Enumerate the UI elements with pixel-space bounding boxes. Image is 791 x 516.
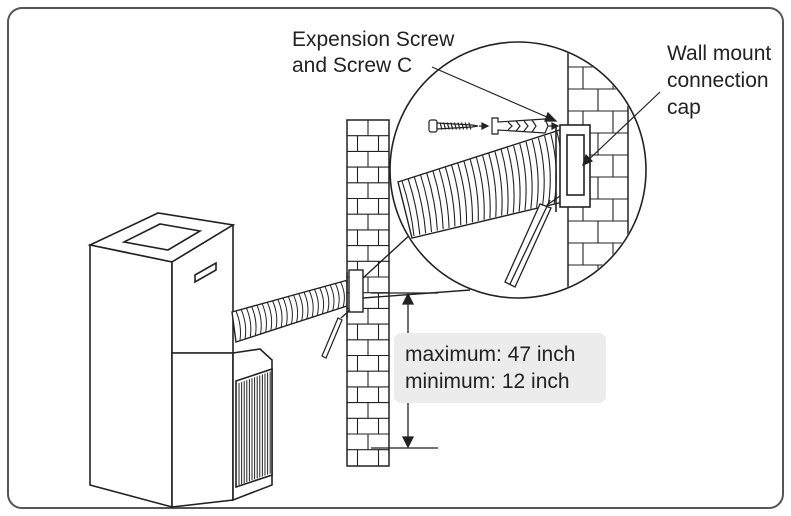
power-cable-small	[321, 309, 351, 359]
minimum-height-label: minimum: 12 inch	[405, 370, 570, 393]
ac-handle	[194, 261, 217, 284]
ac-control-panel	[121, 223, 203, 251]
expansion-screw-label-line2: and Screw C	[292, 54, 412, 77]
dimension-label-box	[394, 333, 606, 403]
ac-front-face	[89, 244, 173, 509]
screw-c	[428, 119, 490, 133]
power-cable-zoomed	[504, 195, 561, 288]
wall-mount-adapter-small	[346, 269, 364, 318]
exhaust-hose-main	[231, 279, 351, 343]
connection-cap-label-line1: Wall mount	[667, 42, 771, 65]
ac-grille-slats	[238, 371, 271, 485]
ac-grille	[235, 367, 273, 489]
expansion-screw-anchor	[491, 117, 560, 135]
maximum-height-label: maximum: 47 inch	[405, 343, 575, 366]
ac-lower-side	[171, 352, 234, 508]
exhaust-hose-zoomed	[397, 129, 564, 239]
wall-mount-connection-cap	[555, 124, 591, 212]
portable-air-conditioner	[87, 212, 273, 509]
connection-cap-label-line2: connection	[667, 69, 769, 92]
expansion-screw-label-line1: Expension Screw	[292, 28, 455, 51]
leader-lines	[431, 66, 661, 167]
connection-cap-label-line3: cap	[667, 96, 701, 119]
diagram-frame	[7, 7, 784, 509]
